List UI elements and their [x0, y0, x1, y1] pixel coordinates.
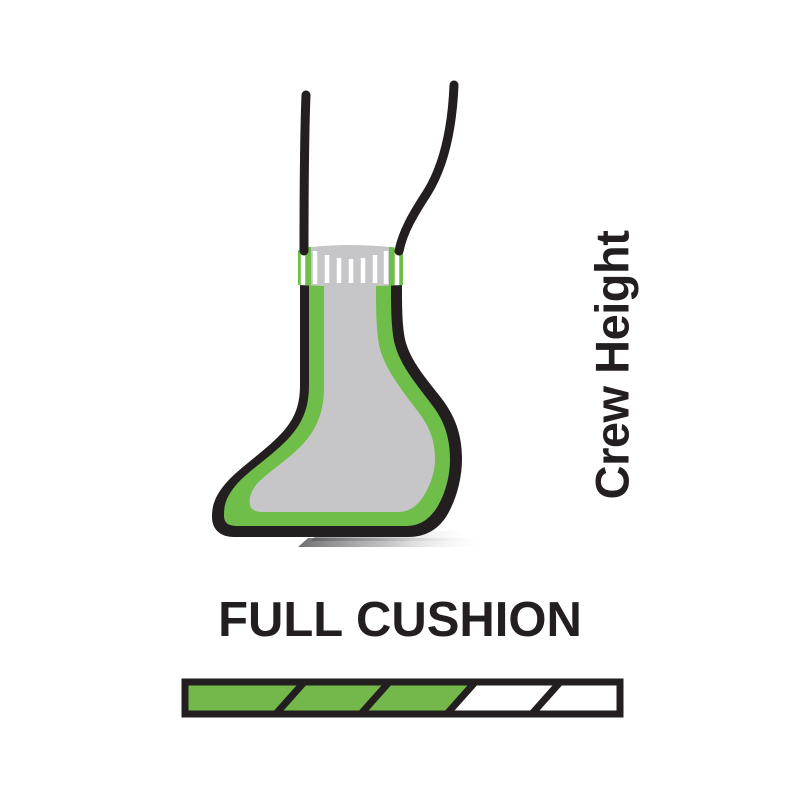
- cushion-level-meter: [180, 677, 625, 719]
- meter-divider-1: [271, 682, 309, 714]
- cushion-title: FULL CUSHION: [218, 593, 582, 647]
- leg-outline: [299, 80, 459, 256]
- meter-divider-4: [527, 682, 565, 714]
- meter-divider-3: [442, 682, 480, 714]
- sock-illustration: [190, 55, 530, 565]
- ribbed-cuff: [298, 245, 403, 287]
- meter-fill: [185, 682, 475, 714]
- crew-height-label: Crew Height: [585, 230, 639, 500]
- meter-border: [181, 678, 624, 718]
- sock-interior: [249, 259, 435, 512]
- meter-divider-2: [356, 682, 394, 714]
- sock-illustration-svg: [212, 80, 490, 547]
- cushion-meter-svg: [181, 678, 624, 718]
- meter-segment-dividers: [271, 682, 565, 714]
